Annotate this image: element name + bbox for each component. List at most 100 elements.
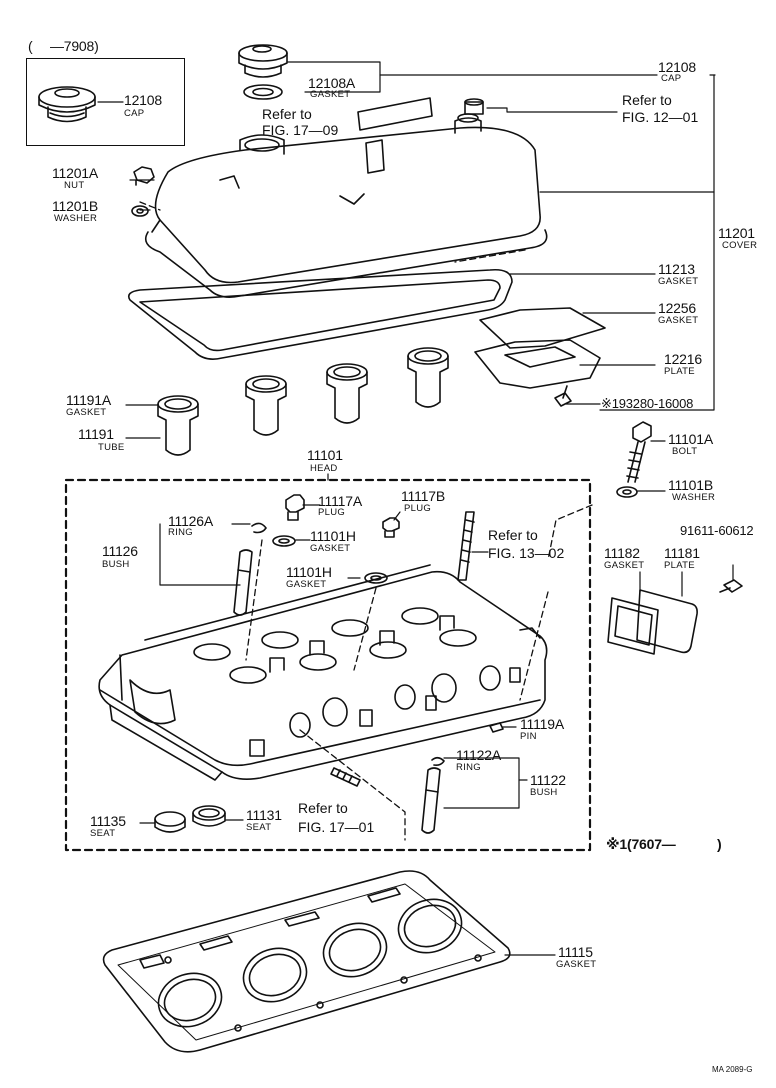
label-12108a-number: 12108A: [308, 75, 356, 91]
nut-11201a-icon: [133, 166, 155, 186]
label-11101h-2-number: 11101H: [286, 564, 332, 580]
ring-11126a-icon: [251, 522, 267, 534]
label-11191a-name: GASKET: [66, 407, 107, 418]
inset-date-range: ( —7908): [28, 38, 99, 54]
label-11117a-number: 11117A: [318, 493, 362, 509]
cover-nut-12108-icon: [464, 98, 484, 115]
label-193280-number: ※193280-16008: [601, 396, 694, 411]
gasket-11182-icon: [607, 597, 659, 655]
label-11201a-name: NUT: [64, 180, 85, 191]
label-11131-name: SEAT: [246, 822, 272, 833]
label-11126a-name: RING: [168, 527, 193, 538]
label-11101h-number: 11101H: [310, 528, 356, 544]
ref-12-01-line2: FIG. 12—01: [622, 109, 699, 125]
tube-11191-icon: [157, 395, 199, 456]
label-11122-number: 11122: [530, 772, 566, 788]
label-11117b-name: PLUG: [404, 503, 432, 514]
label-11182-name: GASKET: [604, 560, 645, 571]
label-11101a-number: 11101A: [668, 431, 713, 447]
bush-11122-icon: [421, 767, 441, 834]
label-11101-name: HEAD: [310, 463, 338, 474]
label-plate-icon: [357, 97, 433, 131]
label-11101h-2-name: GASKET: [286, 579, 327, 590]
label-11126a-number: 11126A: [168, 513, 213, 529]
cylinder-head-icon: [98, 564, 548, 781]
cap-12108-icon: [238, 44, 288, 78]
seat-11131-icon: [192, 805, 226, 827]
bush-11126-icon: [233, 549, 253, 616]
label-11191a-number: 11191A: [66, 392, 111, 408]
label-11135-name: SEAT: [90, 828, 116, 839]
cover-gasket-icon: [127, 268, 513, 360]
pin-11119a-icon: [489, 722, 504, 733]
label-12108-number: 12108: [658, 59, 696, 75]
label-11213-number: 11213: [658, 261, 695, 277]
head-group-box: [64, 478, 592, 852]
label-11122a-name: RING: [456, 762, 481, 773]
gasket-11101h-icon: [272, 535, 296, 547]
label-11131-number: 11131: [246, 807, 282, 823]
drawing-code: MA 2089-G: [712, 1065, 753, 1074]
label-12108-name: CAP: [661, 73, 682, 84]
label-91611-number: 91611-60612: [680, 523, 754, 538]
label-11135-number: 11135: [90, 813, 126, 829]
label-11181-name: PLATE: [664, 560, 695, 571]
label-12216-name: PLATE: [664, 366, 695, 377]
label-11201b-name: WASHER: [54, 213, 98, 224]
plug-11117a-icon: [285, 494, 305, 521]
label-11182-number: 11182: [604, 545, 640, 561]
label-11126-name: BUSH: [102, 559, 130, 570]
label-11201a-number: 11201A: [52, 165, 99, 181]
label-11122a-number: 11122A: [456, 747, 501, 763]
label-11101-number: 11101: [307, 447, 343, 463]
ref-17-09-line2: FIG. 17—09: [262, 122, 339, 138]
label-11191-name: TUBE: [98, 442, 125, 453]
screw-193280-icon: [554, 385, 572, 407]
head-bolt-11101a-icon: [626, 421, 652, 483]
label-11181-number: 11181: [664, 545, 700, 561]
label-11122-name: BUSH: [530, 787, 558, 798]
ref-13-02-line2: FIG. 13—02: [488, 545, 565, 561]
label-12256-name: GASKET: [658, 315, 699, 326]
label-11191-number: 11191: [78, 426, 114, 442]
ref-12-01-line1: Refer to: [622, 92, 672, 108]
washer-11101b-icon: [616, 486, 638, 498]
inset-cap-number: 12108: [124, 92, 162, 108]
tube-3-icon: [326, 363, 368, 424]
label-11201-name: COVER: [722, 240, 758, 251]
label-11117a-name: PLUG: [318, 507, 346, 518]
head-gasket-icon: [102, 870, 511, 1053]
ref-17-09-line1: Refer to: [262, 106, 312, 122]
label-12256-number: 12256: [658, 300, 696, 316]
label-11201b-number: 11201B: [52, 198, 99, 214]
inset-cap-name: CAP: [124, 108, 145, 119]
ref-13-02-line1: Refer to: [488, 527, 538, 543]
label-11115-name: GASKET: [556, 959, 597, 970]
ref-17-01-line1: Refer to: [298, 800, 348, 816]
stud-icon: [330, 767, 361, 787]
label-11117b-number: 11117B: [401, 488, 445, 504]
inset-box: [26, 58, 185, 146]
seat-11135-icon: [154, 811, 186, 833]
label-11126-number: 11126: [102, 543, 138, 559]
label-11201-number: 11201: [718, 225, 755, 241]
label-11119a-name: PIN: [520, 731, 537, 742]
label-11213-name: GASKET: [658, 276, 699, 287]
label-11101a-name: BOLT: [672, 446, 698, 457]
label-11101h-name: GASKET: [310, 543, 351, 554]
label-12216-number: 12216: [664, 351, 702, 367]
gasket-12108a-icon: [243, 84, 283, 100]
plate-12216-icon: [474, 339, 601, 389]
bolt-91611-icon: [719, 579, 743, 593]
label-11115-number: 11115: [558, 944, 593, 960]
inset-cap-icon: [38, 86, 96, 123]
footnote-date-range: ※1(7607— ): [606, 836, 722, 852]
washer-11201b-icon: [131, 205, 149, 217]
gasket-12256-icon: [479, 307, 606, 349]
label-11101b-number: 11101B: [668, 477, 713, 493]
stud-bolt-icon: [457, 511, 475, 581]
plug-11117b-icon: [382, 517, 400, 538]
label-12108a-name: GASKET: [310, 89, 351, 100]
label-11119a-number: 11119A: [520, 716, 564, 732]
